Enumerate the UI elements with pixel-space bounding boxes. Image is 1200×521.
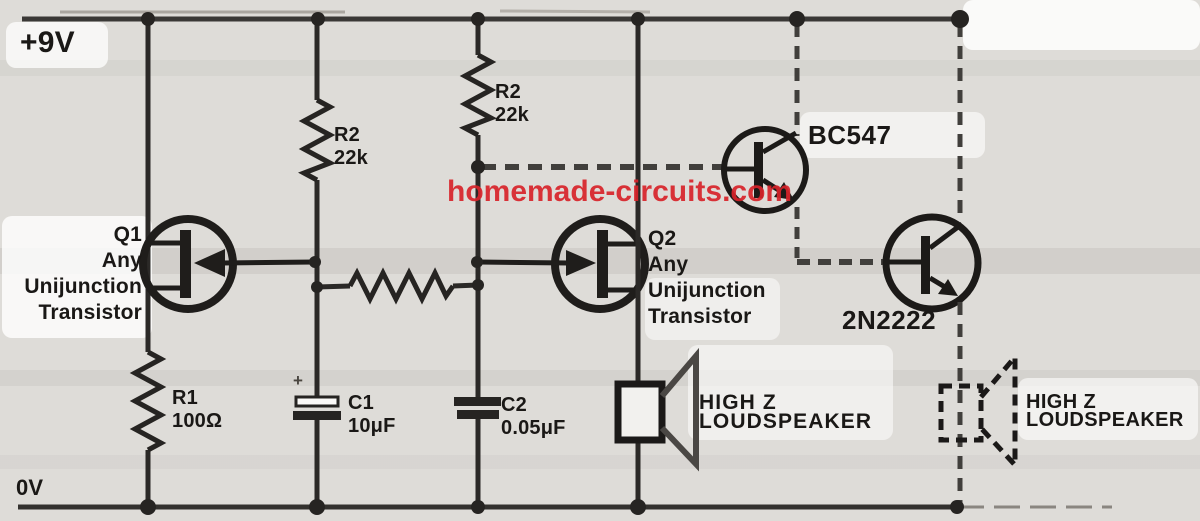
loudspeaker-solid-icon [614,347,699,472]
power-rail-top [22,9,962,22]
resistor-r2-right-label: R2 22k [495,81,529,126]
capacitor-c2-icon [454,397,501,419]
capacitor-c1-label: C1 10μF [348,392,396,437]
capacitor-c1-polarity: + [293,371,304,390]
resistor-r2-right-icon [459,52,497,138]
speaker-solid-label: HIGH Z LOUDSPEAKER [699,391,873,433]
ujt-q2-icon [477,215,649,313]
bjt-bc547-label: BC547 [808,120,892,150]
bjt-2n2222-icon [882,24,982,505]
bjt-2n2222-label: 2N2222 [842,305,937,335]
resistor-r1-label: R1 100Ω [172,387,223,432]
loudspeaker-dashed-icon [938,350,1018,472]
ujt-q2-label: Q2 Any Unijunction Transistor [648,227,766,328]
speaker-dashed-label: HIGH Z LOUDSPEAKER [1026,391,1184,431]
capacitor-c1-icon [293,395,341,420]
watermark-text: homemade-circuits.com [447,175,793,208]
supply-positive-label: +9V [20,26,75,59]
resistor-r2-left-label: R2 22k [334,124,368,169]
supply-negative-label: 0V [16,475,44,500]
junction-dots [140,10,969,515]
capacitor-c2-label: C2 0.05μF [501,394,566,439]
resistor-r2-left-icon [298,97,336,183]
ujt-q1-label: Q1 Any Unijunction Transistor [24,223,142,324]
resistor-r1-icon [129,349,167,453]
resistor-coupling-icon [316,267,479,305]
ujt-q1-icon [139,215,316,313]
bjt-bc547-icon [721,24,884,265]
